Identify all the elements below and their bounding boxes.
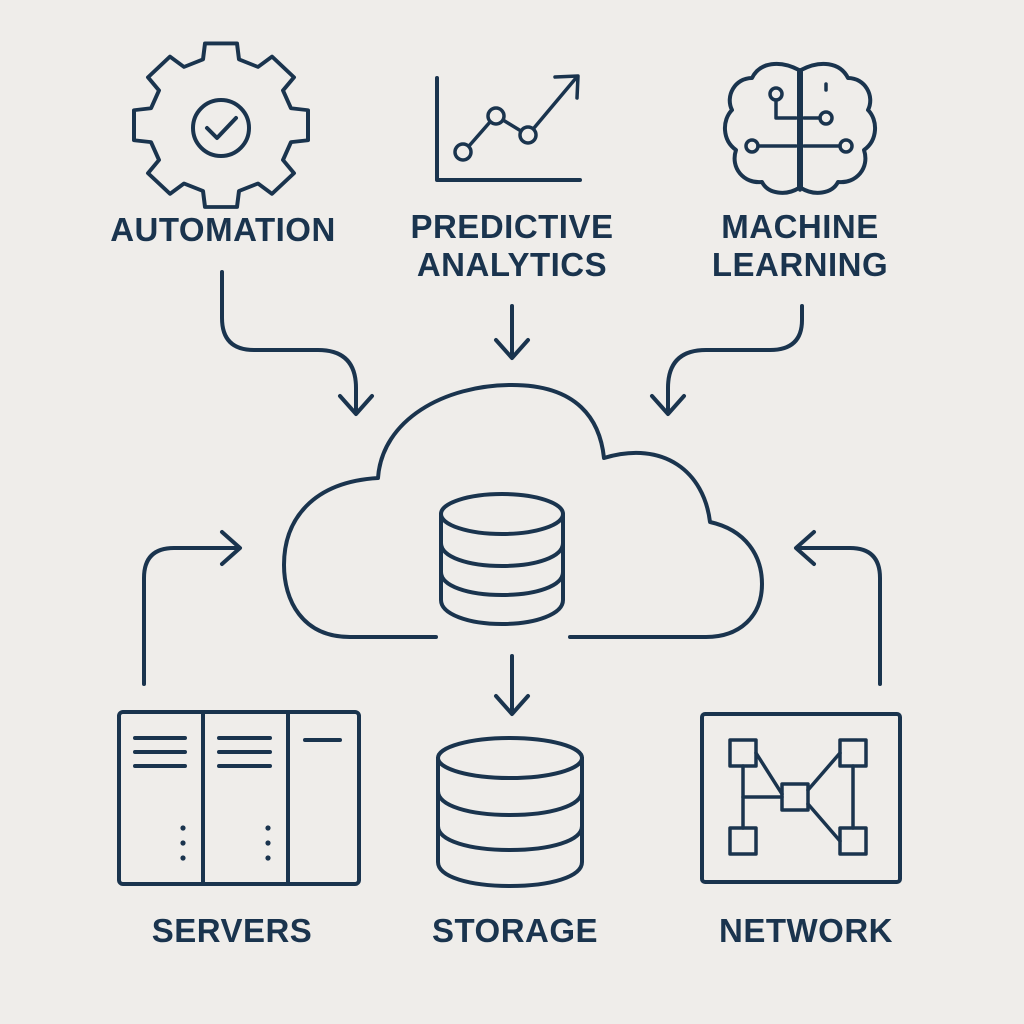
storage-database-icon: [436, 736, 584, 888]
label-machine-line2: LEARNING: [711, 246, 889, 283]
line-chart-icon: [435, 74, 582, 182]
arrow-learning-to-cloud: [650, 304, 804, 416]
arrow-network-to-cloud: [794, 530, 882, 686]
cloud-icon: [282, 383, 764, 639]
arrow-analytics-to-cloud: [494, 304, 530, 360]
label-storage-text: STORAGE: [431, 912, 599, 949]
brain-circuit-icon: [723, 61, 877, 195]
arrow-cloud-to-storage: [494, 654, 530, 716]
arrow-servers-to-cloud: [142, 530, 242, 686]
label-machine-line1: MACHINE: [721, 208, 879, 245]
label-network-text: NETWORK: [719, 912, 893, 949]
label-servers: SERVERS: [132, 912, 332, 950]
server-rack-icon: [117, 710, 361, 886]
label-automation-text: AUTOMATION: [110, 211, 336, 248]
label-servers-text: SERVERS: [151, 912, 313, 949]
label-predictive-line1: PREDICTIVE: [410, 208, 614, 245]
arrow-automation-to-cloud: [220, 270, 374, 416]
gear-check-icon: [132, 41, 310, 209]
label-network: NETWORK: [696, 912, 916, 950]
label-automation: AUTOMATION: [92, 211, 354, 249]
database-icon: [439, 492, 565, 626]
label-predictive-line2: ANALYTICS: [416, 246, 608, 283]
label-storage: STORAGE: [410, 912, 620, 950]
label-predictive-analytics: PREDICTIVE ANALYTICS: [390, 208, 634, 284]
label-machine-learning: MACHINE LEARNING: [694, 208, 906, 284]
network-topology-icon: [700, 712, 902, 884]
